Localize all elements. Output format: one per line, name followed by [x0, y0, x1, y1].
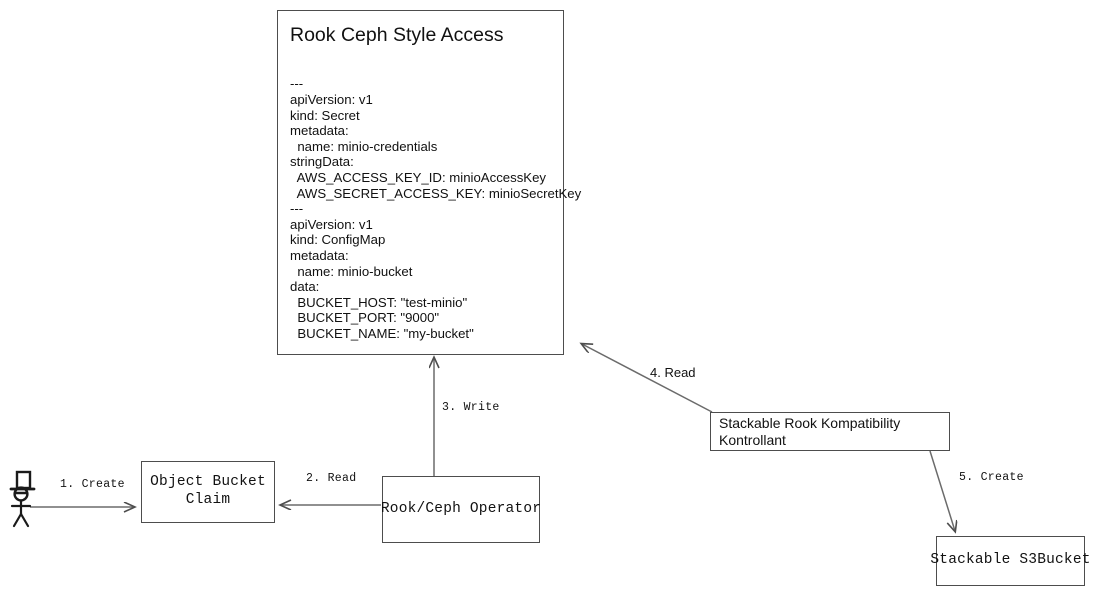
node-label-object-bucket-claim: Object Bucket Claim: [150, 474, 266, 508]
node-label-kontrollant: Stackable Rook Kompatibility Kontrollant: [719, 414, 901, 448]
edge-label-read-obc: 2. Read: [306, 472, 357, 485]
edge-label-read-secret: 4. Read: [650, 365, 696, 380]
node-object-bucket-claim: Object Bucket Claim: [141, 461, 275, 523]
node-stackable-rook-kompatibility-kontrollant: Stackable Rook Kompatibility Kontrollant: [710, 412, 950, 451]
node-rook-ceph-operator: Rook/Ceph Operator: [380, 476, 542, 543]
node-label-rook-ceph-operator: Rook/Ceph Operator: [380, 500, 542, 517]
yaml-manifest-text: --- apiVersion: v1 kind: Secret metadata…: [290, 76, 582, 341]
actor-stick-figure: [9, 470, 36, 528]
edge-create-s3bucket: [929, 450, 955, 531]
node-label-stackable-s3bucket: Stackable S3Bucket: [930, 552, 1091, 569]
node-stackable-s3bucket: Stackable S3Bucket: [930, 536, 1090, 586]
edge-label-create-s3bucket: 5. Create: [959, 471, 1024, 484]
rook-ceph-style-access-card: Rook Ceph Style Access --- apiVersion: v…: [277, 10, 582, 355]
card-heading: Rook Ceph Style Access: [290, 24, 504, 46]
edge-label-create-obc: 1. Create: [60, 478, 125, 491]
edge-label-write-secret: 3. Write: [442, 401, 500, 414]
